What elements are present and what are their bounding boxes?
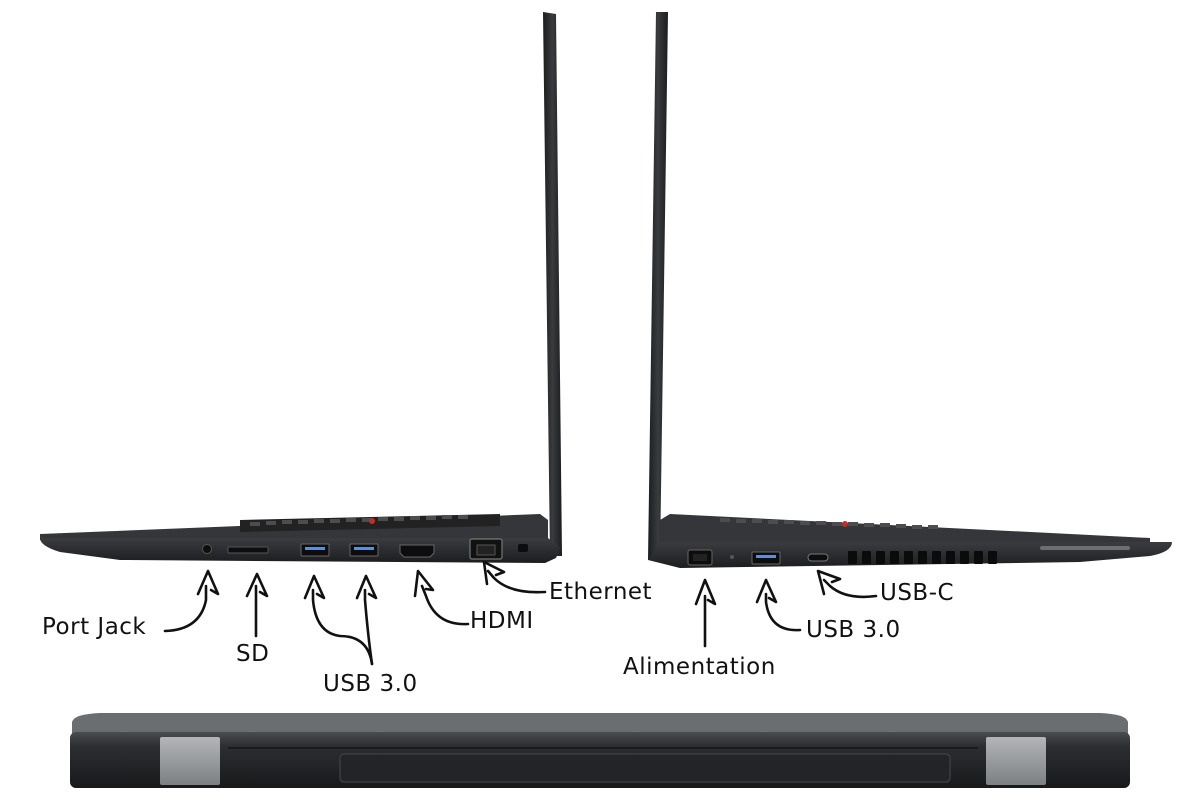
annotation-arrows <box>163 560 878 666</box>
rear-view-laptop <box>70 713 1130 788</box>
rear-left-hinge <box>160 737 220 785</box>
rear-battery-panel <box>339 753 951 783</box>
right-trackpoint <box>842 521 848 527</box>
arrow-sd <box>245 572 269 638</box>
audio-jack-port <box>202 544 212 554</box>
left-ports <box>202 538 528 560</box>
label-sd: SD <box>236 641 270 667</box>
label-usbc: USB-C <box>880 580 955 606</box>
right-laptop-lid <box>648 12 668 560</box>
left-trackpoint <box>369 518 375 524</box>
arrow-usb30-right <box>755 578 802 632</box>
sd-card-slot <box>227 546 269 554</box>
arrow-hdmi <box>413 569 470 626</box>
hdmi-port <box>399 544 435 558</box>
left-side-laptop <box>40 12 562 563</box>
usbc-port <box>807 553 829 562</box>
stylus-slot <box>1040 546 1130 550</box>
right-laptop-deck <box>660 514 1150 546</box>
arrow-usbc <box>816 569 878 599</box>
right-side-laptop <box>648 12 1172 568</box>
arrow-ethernet <box>482 560 547 594</box>
label-port-jack: Port Jack <box>42 614 147 640</box>
rear-right-hinge <box>986 737 1046 785</box>
label-ethernet: Ethernet <box>549 579 653 605</box>
rear-lid-edge <box>72 713 1128 734</box>
arrow-usb30-left <box>303 574 374 666</box>
power-led <box>730 555 734 559</box>
label-usb30-right: USB 3.0 <box>806 617 901 643</box>
arrow-port-jack <box>163 569 220 633</box>
label-usb30-left: USB 3.0 <box>323 671 418 697</box>
arrow-alimentation <box>694 578 717 648</box>
security-lock-slot <box>518 544 528 552</box>
vent-grille <box>848 551 997 564</box>
left-keyboard-keys <box>250 515 468 526</box>
right-ports <box>687 546 1130 566</box>
label-hdmi: HDMI <box>470 608 534 634</box>
right-keyboard-keys <box>720 518 938 529</box>
label-alimentation: Alimentation <box>623 654 776 680</box>
left-laptop-lid <box>543 12 562 556</box>
